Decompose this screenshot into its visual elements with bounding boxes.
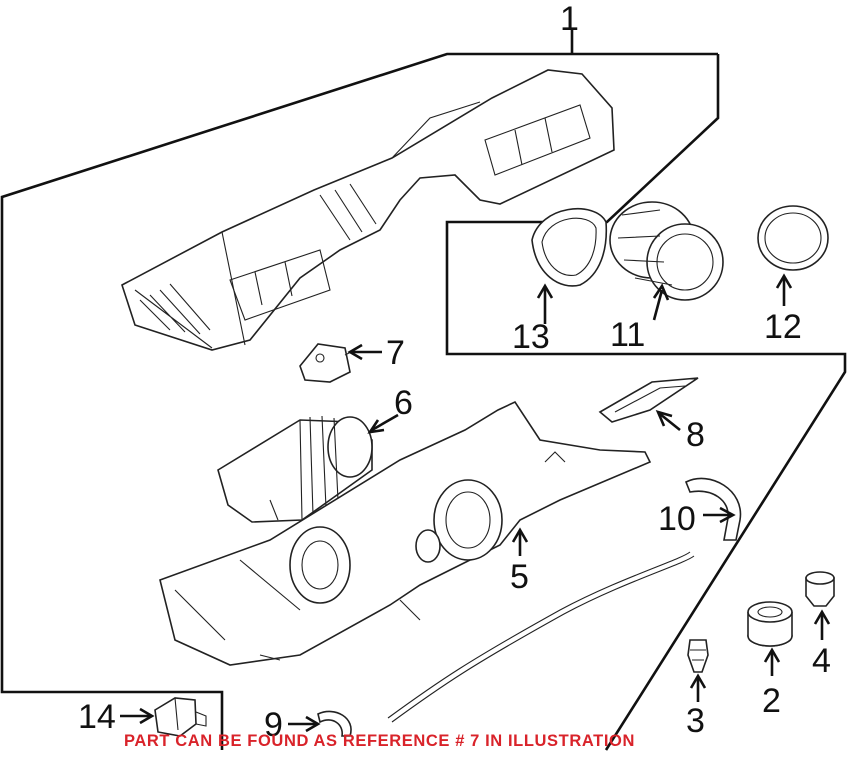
bushing [805, 571, 835, 607]
lower-air-box [159, 400, 652, 666]
callout-1: 1 [560, 0, 579, 38]
leader-lines [120, 30, 831, 733]
small-hose [317, 710, 352, 737]
intake-boot [609, 201, 724, 301]
electrical-connector [154, 697, 207, 737]
reference-note: PART CAN BE FOUND AS REFERENCE # 7 IN IL… [124, 732, 635, 750]
callout-9: 9 [264, 706, 283, 744]
callout-12: 12 [764, 308, 802, 346]
callout-10: 10 [658, 500, 696, 538]
vent-tube [387, 551, 695, 723]
callout-7: 7 [386, 334, 405, 372]
fastener [687, 639, 709, 673]
clamp-ring [757, 205, 829, 271]
air-filter [217, 415, 373, 523]
callout-14: 14 [78, 698, 116, 736]
sealing-ring [531, 208, 608, 287]
callout-3: 3 [686, 702, 705, 740]
callout-8: 8 [686, 416, 705, 454]
seal-strip [598, 377, 699, 423]
sensor-bracket [299, 343, 356, 383]
callout-2: 2 [762, 682, 781, 720]
hose [684, 477, 742, 541]
group-boundary-outline [0, 52, 847, 751]
grommet [747, 601, 793, 647]
callout-6: 6 [394, 384, 413, 422]
upper-air-box [121, 69, 615, 351]
callout-13: 13 [512, 318, 550, 356]
callout-4: 4 [812, 642, 831, 680]
callout-5: 5 [510, 558, 529, 596]
callout-11: 11 [610, 316, 645, 354]
